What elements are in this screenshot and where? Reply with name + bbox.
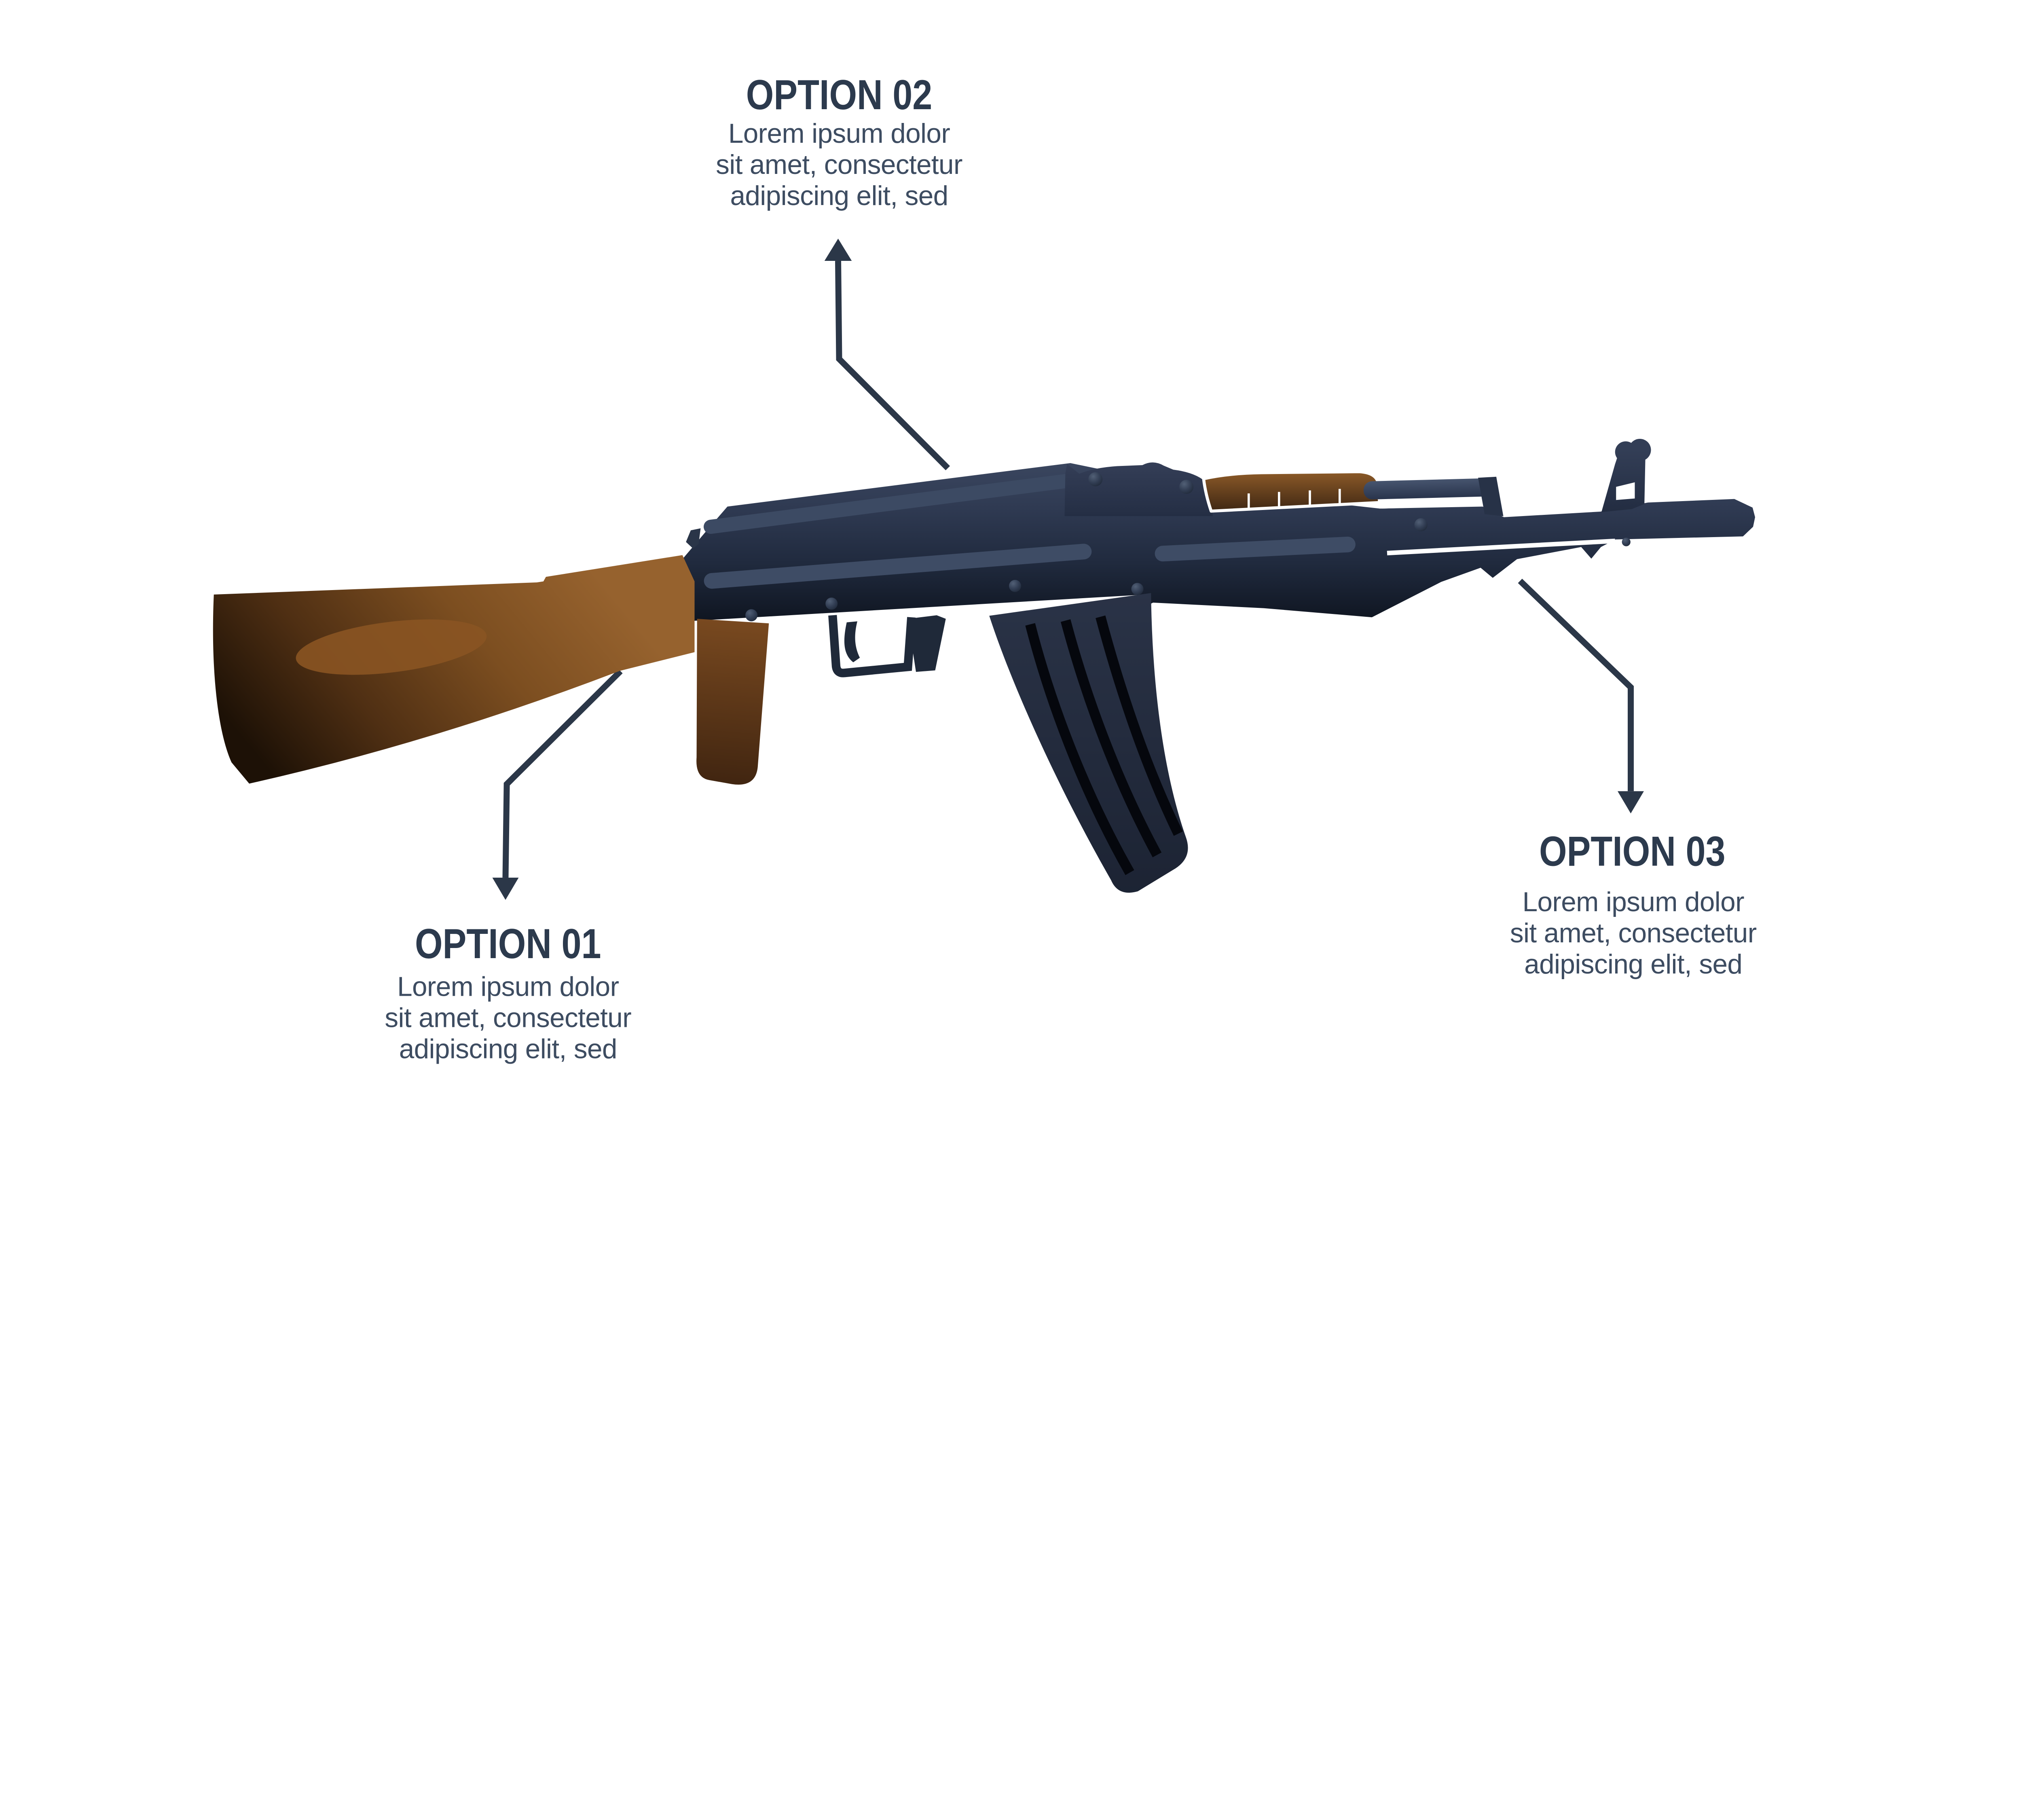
dust-cover-ridge (704, 474, 1075, 534)
arrow-line-03 (1518, 578, 1634, 791)
option-02-line2: sit amet, consectetur (716, 150, 962, 180)
rivet (1414, 518, 1428, 531)
front-ridge (1155, 536, 1356, 562)
rivet (745, 609, 758, 622)
arrow-head-up-icon (824, 239, 852, 261)
arrow-option-01 (492, 669, 623, 900)
rear-sight-leaf (1202, 470, 1381, 513)
arrow-head-down-icon (1618, 791, 1644, 814)
option-02-label: OPTION 02 Lorem ipsum dolor sit amet, co… (716, 72, 962, 211)
option-03-line2: sit amet, consectetur (1510, 918, 1757, 948)
option-02-line3: adipiscing elit, sed (730, 181, 948, 211)
arrow-option-02 (824, 239, 950, 470)
rivet (1179, 480, 1194, 494)
charging-handle (686, 528, 701, 549)
gas-tube (1363, 478, 1491, 499)
infographic-stage: OPTION 01 Lorem ipsum dolor sit amet, co… (213, 72, 1757, 1064)
option-03-title: OPTION 03 (1539, 828, 1726, 875)
tick-mark (1309, 490, 1311, 506)
magazine-ribs (1025, 615, 1183, 875)
tick-mark (1339, 489, 1341, 505)
trigger (844, 621, 860, 662)
magazine-rib (1060, 619, 1162, 857)
arrow-head-down-icon (492, 878, 519, 900)
cleaning-rod-slit (1387, 538, 1616, 556)
option-01-title: OPTION 01 (415, 921, 601, 967)
trigger-guard (828, 615, 916, 677)
magazine-catch (908, 615, 946, 672)
front-sight-aperture (1616, 482, 1635, 500)
tick-mark (1278, 492, 1280, 508)
option-03-line1: Lorem ipsum dolor (1523, 887, 1745, 917)
magazine-rib (1025, 623, 1134, 875)
arrow-option-03 (1518, 578, 1644, 814)
receiver-ridge (704, 544, 1092, 589)
rivet (1131, 583, 1144, 595)
rivet (1009, 580, 1021, 592)
option-labels: OPTION 01 Lorem ipsum dolor sit amet, co… (385, 72, 1757, 1064)
gas-tube-bracket (1478, 476, 1504, 516)
option-01-line3: adipiscing elit, sed (399, 1034, 617, 1064)
arrow-line-01 (502, 669, 623, 878)
option-01-line2: sit amet, consectetur (385, 1003, 631, 1033)
rivet (1088, 472, 1103, 487)
option-02-title: OPTION 02 (746, 72, 933, 118)
option-01-label: OPTION 01 Lorem ipsum dolor sit amet, co… (385, 921, 631, 1064)
option-03-label: OPTION 03 Lorem ipsum dolor sit amet, co… (1510, 828, 1757, 980)
magazine-rib (1096, 615, 1183, 836)
option-02-line1: Lorem ipsum dolor (728, 119, 950, 149)
barrel-gap (1381, 496, 1481, 509)
buttstock-patch (296, 619, 487, 675)
sight-leaf-ticks (1248, 489, 1341, 509)
rivet (825, 597, 838, 610)
tick-mark (1248, 493, 1250, 509)
ak47-infographic: OPTION 01 Lorem ipsum dolor sit amet, co… (213, 72, 1757, 1064)
buttstock (213, 555, 695, 784)
front-sight-post (1601, 456, 1646, 512)
rivets (745, 472, 1631, 622)
option-03-line3: adipiscing elit, sed (1524, 949, 1742, 980)
rivet (1622, 538, 1631, 546)
rifle-illustration (213, 439, 1755, 893)
connector-arrows (492, 239, 1644, 900)
option-01-line1: Lorem ipsum dolor (397, 972, 619, 1002)
arrow-line-02 (835, 260, 950, 470)
pistol-grip (696, 619, 769, 785)
front-sight-bump (1629, 439, 1651, 461)
